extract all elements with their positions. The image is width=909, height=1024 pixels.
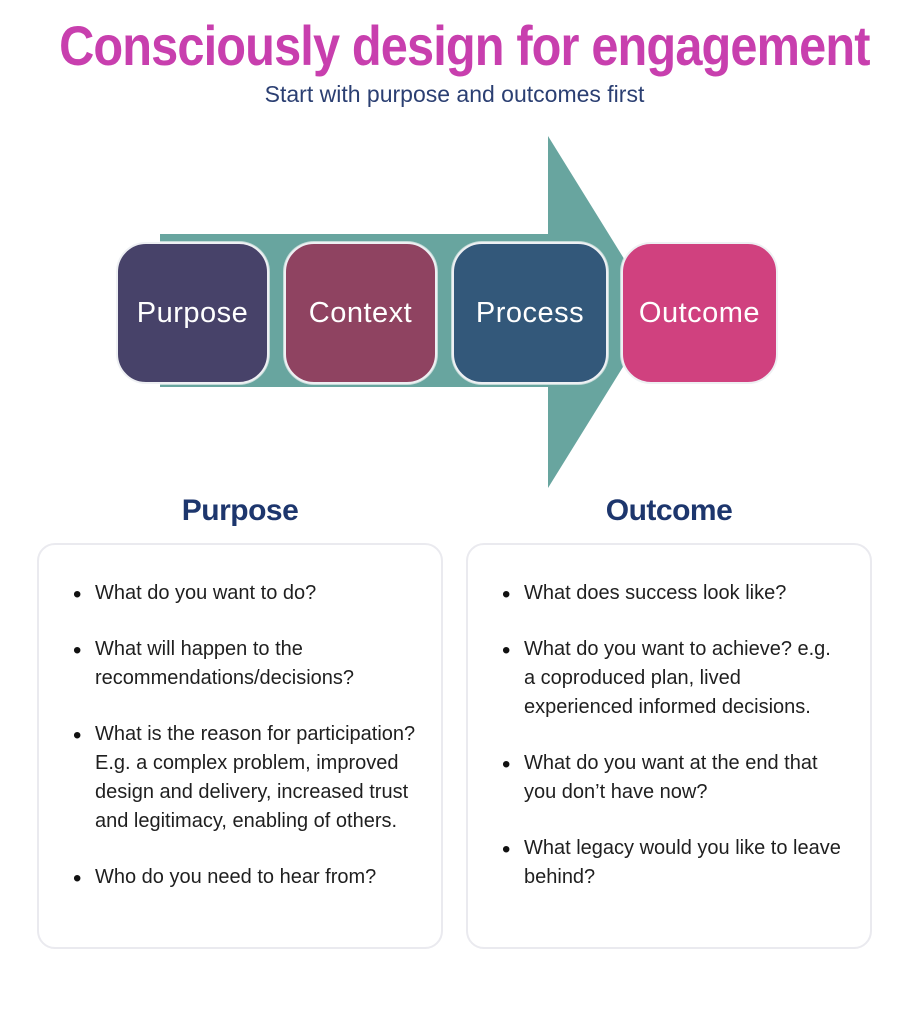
list-item: What legacy would you like to leave behi… [502, 833, 846, 892]
outcome-card: What does success look like? What do you… [466, 543, 872, 950]
process-arrow-diagram: Purpose Context Process Outcome [0, 108, 909, 492]
bullet-list: What does success look like? What do you… [498, 578, 846, 892]
bullet-list: What do you want to do? What will happen… [69, 578, 417, 897]
outcome-heading: Outcome [605, 494, 733, 528]
step-outcome: Outcome [621, 242, 778, 385]
purpose-card: What do you want to do? What will happen… [37, 543, 443, 950]
list-item: What is the reason for participation? E.… [73, 719, 417, 836]
step-label: Process [475, 296, 585, 329]
step-process: Process [452, 242, 608, 385]
slide-header: Consciously design for engagement Start … [0, 0, 909, 108]
step-context: Context [284, 242, 437, 385]
step-label: Outcome [638, 296, 761, 329]
purpose-heading: Purpose [181, 494, 299, 528]
step-purpose: Purpose [116, 242, 269, 385]
step-label: Purpose [136, 296, 249, 329]
question-columns: Purpose What do you want to do? What wil… [0, 492, 909, 950]
page-subtitle: Start with purpose and outcomes first [264, 81, 645, 108]
list-item: What do you want to do? [73, 578, 417, 613]
list-item: What do you want at the end that you don… [502, 748, 846, 807]
list-item: What do you want to achieve? e.g. a copr… [502, 634, 846, 722]
list-item: Who do you need to hear from? [73, 862, 417, 897]
section-purpose: Purpose What do you want to do? What wil… [37, 492, 443, 950]
step-label: Context [308, 296, 413, 329]
section-outcome: Outcome What does success look like? Wha… [466, 492, 872, 950]
page-title: Consciously design for engagement [59, 14, 870, 77]
list-item: What will happen to the recommendations/… [73, 634, 417, 693]
list-item: What does success look like? [502, 578, 846, 613]
